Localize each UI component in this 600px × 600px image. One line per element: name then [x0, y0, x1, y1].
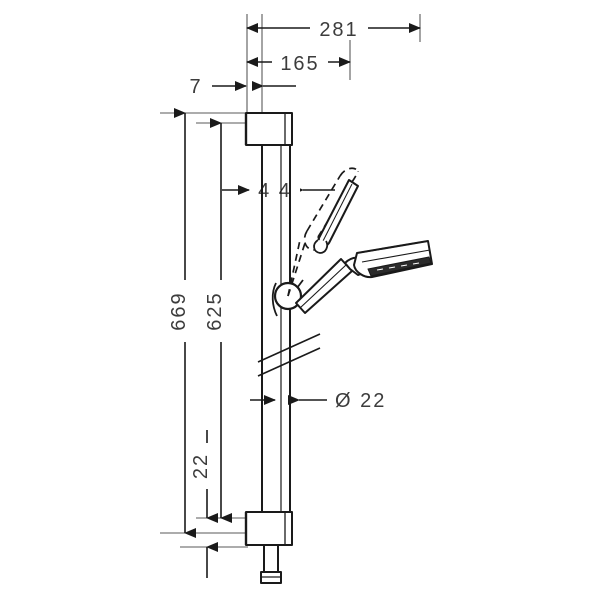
- break-line: [257, 333, 321, 377]
- dimension-22-label: 22: [190, 453, 212, 479]
- hose-outlet: [260, 545, 282, 584]
- dimension-22-bottom: 22: [180, 430, 248, 578]
- dimension-diameter-22-label: Ø 22: [335, 390, 386, 412]
- dimension-281: 281: [246, 16, 421, 41]
- slider-holder: [271, 279, 304, 317]
- dimension-669-label: 669: [168, 291, 190, 330]
- wall-bracket-bottom: [244, 511, 293, 546]
- wall-bracket-top: [244, 112, 293, 146]
- handshower: [295, 240, 433, 314]
- dimension-diameter-22: Ø 22: [250, 390, 386, 412]
- dimension-44: 4 4: [222, 150, 335, 212]
- dimension-669: 669: [160, 108, 248, 538]
- dimension-165: 165: [246, 50, 351, 75]
- handshower-phantom-outline: [313, 179, 359, 254]
- dimension-165-label: 165: [280, 53, 319, 75]
- product-geometry: [244, 112, 433, 584]
- dimension-281-label: 281: [319, 19, 358, 41]
- shower-rail: [261, 145, 291, 512]
- dimension-7-label: 7: [189, 76, 202, 98]
- dimension-44-label: 4 4: [258, 180, 292, 202]
- dimension-625-label: 625: [204, 291, 226, 330]
- dimension-625: 625: [196, 118, 248, 523]
- dimension-7: 7: [189, 76, 296, 98]
